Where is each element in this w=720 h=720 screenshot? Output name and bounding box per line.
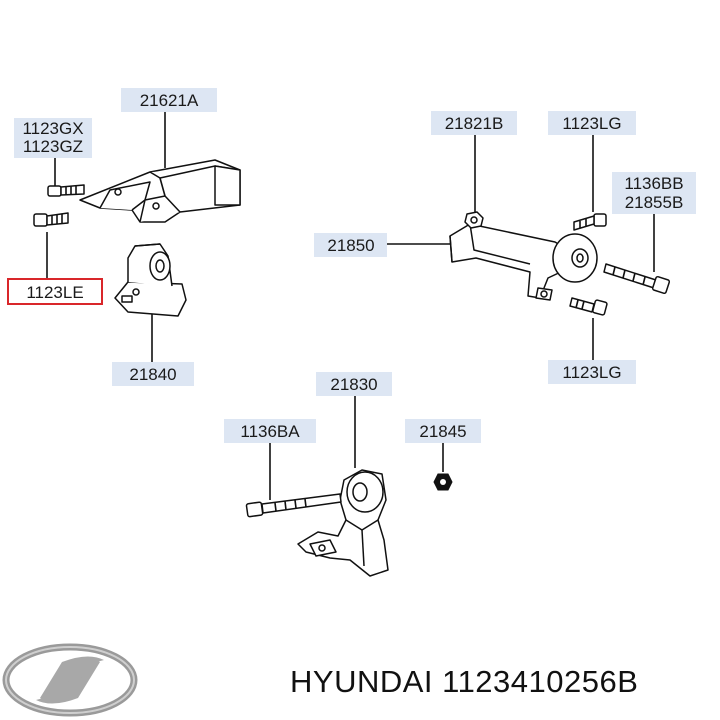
svg-text:21850: 21850	[327, 236, 374, 255]
svg-text:1136BB: 1136BB	[624, 174, 683, 193]
arm-21850-drawing	[449, 223, 598, 301]
nut-21845-drawing	[433, 473, 453, 491]
mount-21840-drawing	[114, 243, 187, 317]
label-21850[interactable]: 21850	[314, 233, 387, 257]
label-21621A[interactable]: 21621A	[121, 88, 217, 112]
svg-text:1123LG: 1123LG	[562, 363, 621, 382]
bolt-1123LE-drawing	[33, 212, 69, 227]
label-1136BA[interactable]: 1136BA	[224, 419, 316, 443]
label-1123LE[interactable]: 1123LE	[7, 278, 103, 305]
bolt-1136BB-drawing	[603, 263, 671, 295]
svg-text:21855B: 21855B	[625, 193, 684, 212]
bolt-1136BA-drawing	[245, 493, 342, 518]
hyundai-logo-icon	[2, 643, 138, 717]
svg-text:1123LG: 1123LG	[562, 114, 621, 133]
svg-text:1123GX: 1123GX	[22, 119, 83, 138]
label-21845[interactable]: 21845	[405, 419, 481, 443]
label-1136BB-21855B[interactable]: 1136BB 21855B	[612, 172, 696, 214]
svg-text:21830: 21830	[330, 375, 377, 394]
label-1123LG-bottom[interactable]: 1123LG	[548, 360, 636, 384]
mount-21830-drawing	[297, 469, 389, 577]
svg-text:21621A: 21621A	[140, 91, 199, 110]
label-21840[interactable]: 21840	[112, 362, 194, 386]
label-1123LG-top[interactable]: 1123LG	[548, 111, 636, 135]
svg-text:21840: 21840	[129, 365, 176, 384]
svg-text:21845: 21845	[419, 422, 466, 441]
bracket-21621A-drawing	[79, 159, 241, 223]
svg-text:1136BA: 1136BA	[240, 422, 300, 441]
nut-21821B-drawing	[464, 211, 484, 229]
label-21821B[interactable]: 21821B	[431, 111, 517, 135]
bolt-1123LG-bottom-drawing	[569, 297, 608, 316]
bolt-1123GX-drawing	[47, 184, 85, 197]
label-21830[interactable]: 21830	[316, 372, 392, 396]
bolt-1123LG-top-drawing	[573, 213, 607, 231]
svg-text:21821B: 21821B	[445, 114, 504, 133]
svg-text:1123GZ: 1123GZ	[23, 137, 83, 156]
part-number-caption: HYUNDAI 1123410256B	[290, 664, 639, 699]
label-1123GX-1123GZ[interactable]: 1123GX 1123GZ	[14, 118, 92, 158]
svg-text:1123LE: 1123LE	[26, 283, 83, 302]
